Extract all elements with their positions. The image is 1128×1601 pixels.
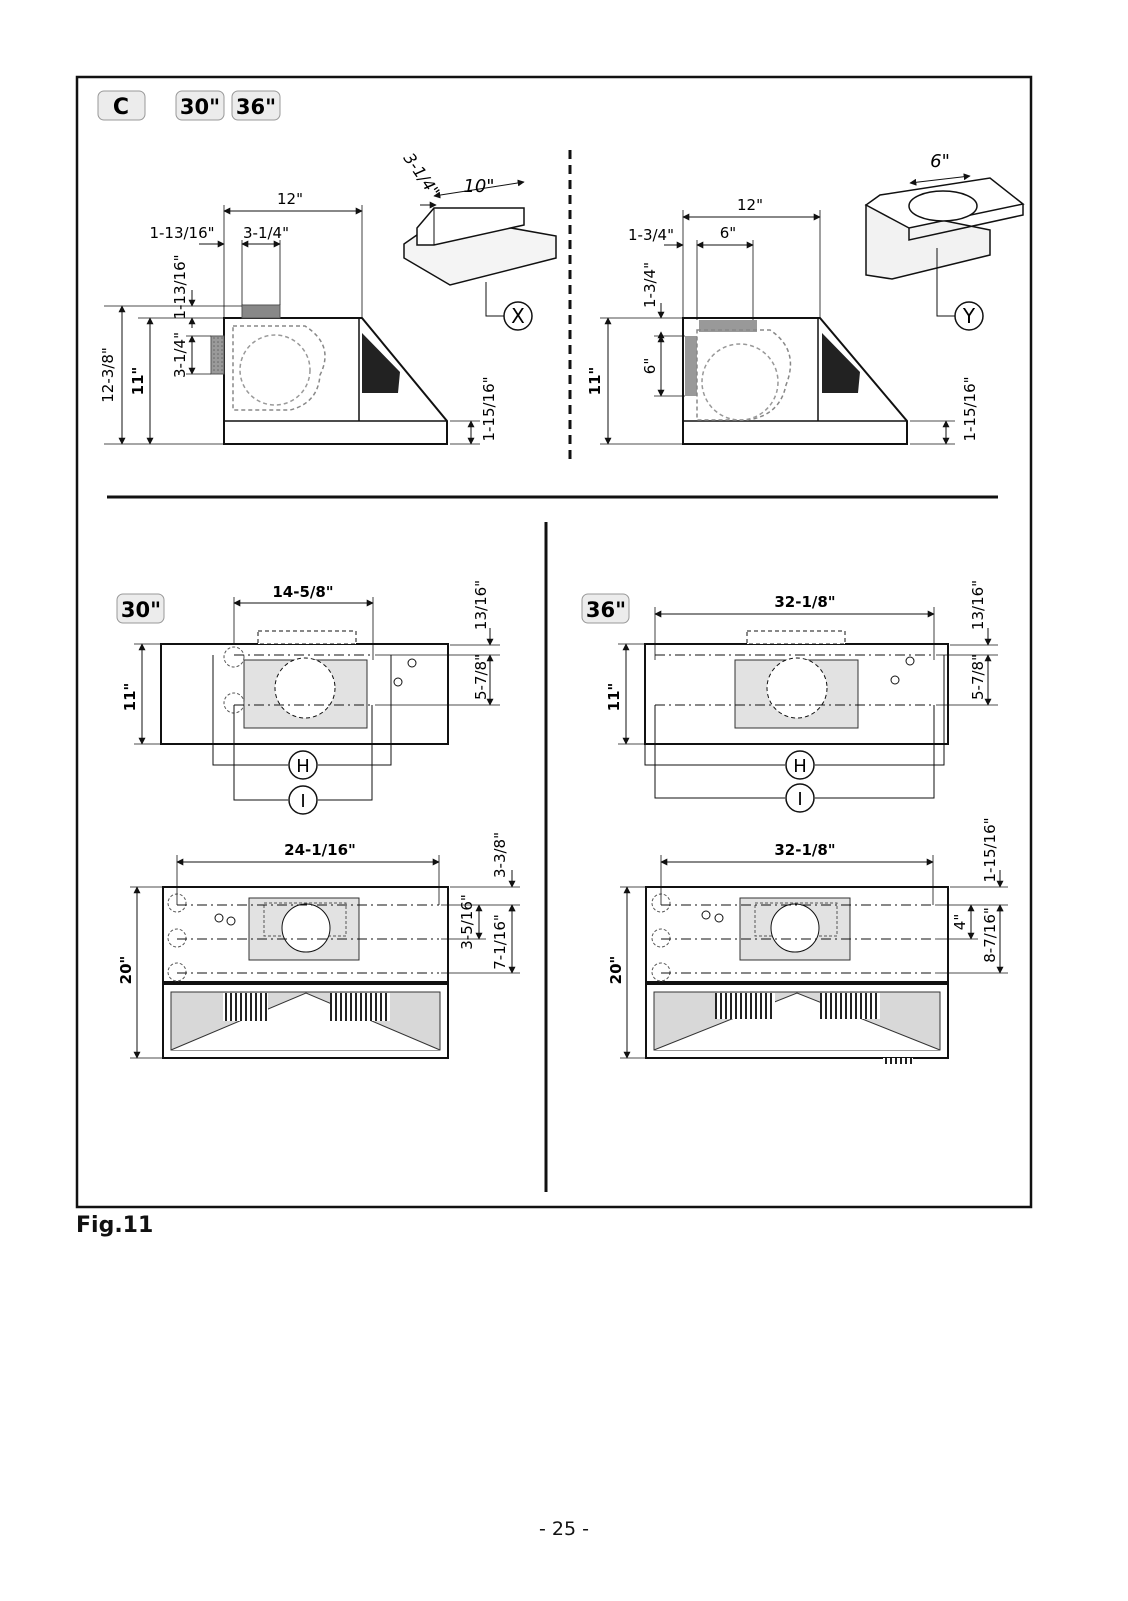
adapter-x-illustration: 3-1/4" 10" X (400, 149, 557, 331)
dim-3-5-16: 3-5/16" (458, 894, 476, 950)
model-letter: C (113, 95, 129, 120)
dim-1-3-4-vertical: 1-3/4" (641, 262, 659, 308)
dim-5-7-8: 5-7/8" (472, 654, 490, 700)
mid-left-rear-view-30: 30" 14-5/8" 13/16" 5-7/8" 11" H I (116, 580, 500, 815)
dim-6-horizontal: 6" (720, 224, 736, 242)
dim-8-7-16: 8-7/16" (981, 907, 999, 963)
size-36-label: 36" (236, 95, 276, 119)
bottom-left-top-view-30: 24-1/16" 3-3/8" 3-5/16" 7-1/16" 20" (117, 832, 520, 1059)
duct-rear-opening (685, 336, 697, 396)
dim-11: 11" (605, 683, 623, 712)
dim-20: 20" (117, 956, 135, 985)
dim-11: 11" (121, 683, 139, 712)
bottom-right-top-view-36: 32-1/8" 1-15/16" 4" 8-7/16" 20" (607, 817, 1008, 1064)
dim-32-1-8: 32-1/8" (774, 841, 835, 859)
dim-1-13-16-horizontal: 1-13/16" (149, 224, 214, 242)
size-30-label: 30" (180, 95, 220, 119)
dim-24-1-16: 24-1/16" (284, 841, 356, 859)
dim-1-15-16: 1-15/16" (480, 376, 498, 441)
dim-12-3-8: 12-3/8" (99, 347, 117, 403)
mid-right-rear-view-36: 36" 32-1/8" 13/16" 5-7/8" 11" H I (581, 580, 998, 813)
duct-rear-opening (210, 335, 225, 375)
duct-top-opening (699, 320, 757, 332)
page-number: - 25 - (539, 1518, 589, 1540)
dim-3-3-8: 3-3/8" (491, 832, 509, 878)
dim-1-15-16: 1-15/16" (961, 376, 979, 441)
dim-20: 20" (607, 956, 625, 985)
callout-h: H (296, 756, 310, 777)
dim-7-1-16: 7-1/16" (491, 914, 509, 970)
adapter-y-6: 6" (930, 151, 950, 172)
dim-1-13-16-vertical: 1-13/16" (171, 254, 189, 319)
adapter-y-illustration: 6" Y (864, 151, 1025, 331)
dim-6-vertical: 6" (641, 358, 659, 374)
badge-36: 36" (586, 598, 626, 622)
dim-3-1-4-vertical: 3-1/4" (171, 332, 189, 378)
model-badge: C (97, 90, 146, 121)
dim-1-15-16: 1-15/16" (981, 817, 999, 882)
figure-border (75, 75, 1033, 1209)
callout-i: I (797, 789, 802, 810)
dim-12: 12" (277, 190, 303, 208)
callout-h: H (793, 756, 807, 777)
dim-5-7-8: 5-7/8" (969, 654, 987, 700)
top-right-side-view: 12" 1-3/4" 6" 11" 1-3/4" 6" 1-15/16" (586, 196, 979, 445)
dim-14-5-8: 14-5/8" (272, 583, 333, 601)
duct-top-opening (241, 304, 281, 319)
dim-12: 12" (737, 196, 763, 214)
dim-11: 11" (129, 367, 147, 396)
callout-x: X (511, 304, 525, 328)
top-left-side-view: 12" 1-13/16" 3-1/4" 12-3/8" 11" 1-13/16"… (99, 190, 498, 445)
size-36-badge: 36" (231, 90, 281, 121)
figure-caption: Fig.11 (76, 1213, 154, 1238)
badge-30: 30" (121, 598, 161, 622)
size-30-badge: 30" (175, 90, 225, 121)
adapter-x-3-1-4: 3-1/4" (400, 149, 444, 200)
dim-3-1-4-horizontal: 3-1/4" (243, 224, 289, 242)
dim-32-1-8: 32-1/8" (774, 593, 835, 611)
dim-13-16: 13/16" (969, 580, 987, 630)
dim-13-16: 13/16" (472, 580, 490, 630)
adapter-x-10: 10" (463, 176, 494, 197)
dim-1-3-4-horizontal: 1-3/4" (628, 226, 674, 244)
dim-11: 11" (586, 367, 604, 396)
dim-4: 4" (951, 914, 969, 930)
callout-i: I (300, 791, 305, 812)
callout-y: Y (962, 304, 976, 328)
